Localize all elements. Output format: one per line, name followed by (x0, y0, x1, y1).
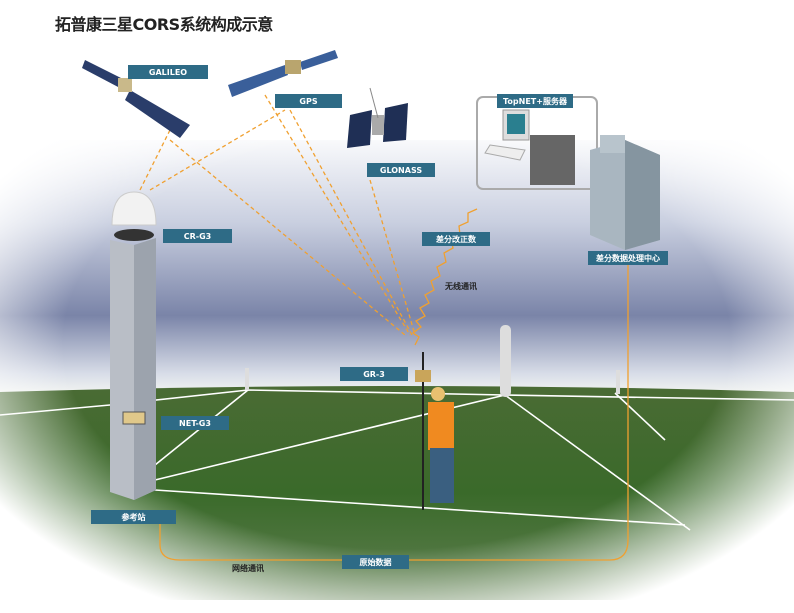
label-gr3: GR-3 (340, 367, 408, 381)
cors-poles (245, 325, 620, 397)
gps-satellite (228, 50, 338, 97)
surveyor-with-gr3 (415, 352, 454, 510)
label-glonass: GLONASS (367, 163, 435, 177)
label-raw-data: 原始数据 (342, 555, 409, 569)
page-title: 拓普康三星CORS系统构成示意 (55, 15, 273, 34)
glonass-satellite (347, 87, 408, 148)
label-cr-g3: CR-G3 (163, 229, 232, 243)
label-reference-station: 参考站 (91, 510, 176, 524)
satellite-signal-lines (139, 94, 416, 336)
data-center-building (590, 135, 660, 250)
label-diff-correction: 差分改正数 (422, 232, 490, 246)
label-gps: GPS (275, 94, 342, 108)
text-wireless: 无线通讯 (445, 282, 477, 291)
text-network: 网络通讯 (232, 564, 264, 573)
label-galileo: GALILEO (128, 65, 208, 79)
label-topnet-server: TopNET+服务器 (497, 94, 573, 108)
galileo-satellite (82, 60, 190, 138)
label-data-center: 差分数据处理中心 (588, 251, 668, 265)
label-net-g3: NET-G3 (161, 416, 229, 430)
wireless-link-zigzag (411, 208, 478, 346)
reference-station-tower (110, 191, 157, 500)
